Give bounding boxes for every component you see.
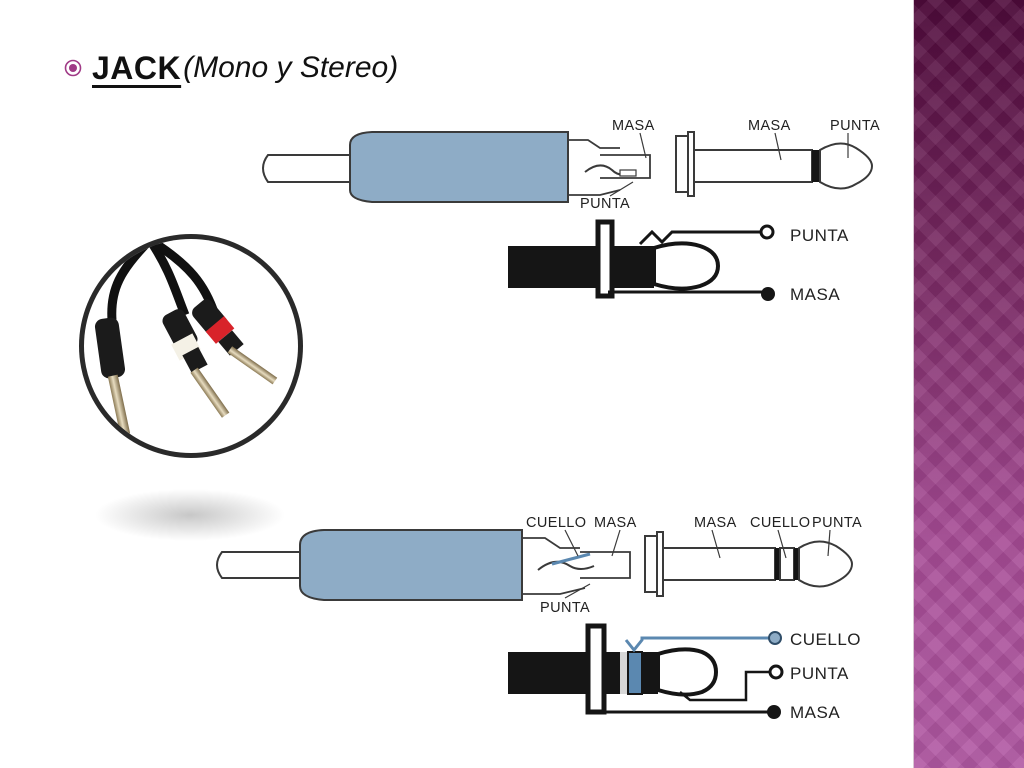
decorative-side-band [913, 0, 1024, 768]
stereo-plug-boot [299, 529, 523, 601]
slide-title: JACK [92, 49, 182, 86]
mono-label-masa-outer: MASA [748, 118, 791, 134]
mono-schematic-label-masa: MASA [790, 285, 840, 304]
mono-cable [262, 154, 351, 183]
stereo-schematic-label-masa: MASA [790, 703, 840, 722]
stereo-label-punta-outer: PUNTA [812, 515, 862, 531]
target-bullet-icon [64, 59, 82, 77]
slide-heading: JACK (Mono y Stereo) [64, 46, 398, 90]
stereo-label-masa-inner: MASA [594, 515, 637, 531]
mono-label-punta-inner: PUNTA [580, 196, 630, 212]
slide-subtitle: (Mono y Stereo) [183, 51, 399, 84]
mono-label-punta-outer: PUNTA [830, 118, 880, 134]
mono-plug-boot [349, 131, 569, 203]
stereo-label-masa-outer: MASA [694, 515, 737, 531]
stereo-label-cuello-outer: CUELLO [750, 515, 810, 531]
mono-label-masa-inner: MASA [612, 118, 655, 134]
mono-schematic-label-punta: PUNTA [790, 226, 849, 245]
stereo-label-punta-inner: PUNTA [540, 600, 590, 616]
stereo-cable [216, 551, 301, 579]
stereo-schematic-label-cuello: CUELLO [790, 630, 861, 649]
stereo-schematic-label-punta: PUNTA [790, 664, 849, 683]
stereo-label-cuello-inner: CUELLO [526, 515, 586, 531]
photo-shadow [95, 489, 285, 541]
